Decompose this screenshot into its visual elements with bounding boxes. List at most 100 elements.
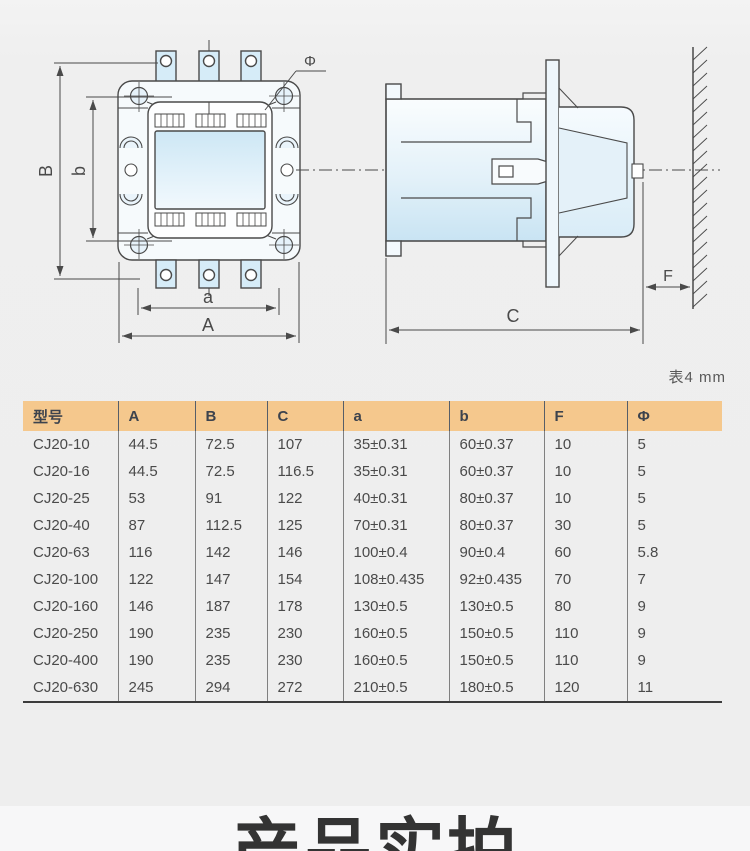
value-cell: 272: [266, 674, 343, 703]
column-header: F: [543, 401, 627, 431]
value-cell: 294: [194, 674, 267, 703]
value-cell: 30: [543, 512, 627, 539]
terminal-slots-top: [154, 113, 267, 128]
wall-hatching: [692, 46, 708, 308]
value-cell: 125: [266, 512, 343, 539]
value-cell: 230: [266, 647, 343, 674]
value-cell: 92±0.435: [448, 566, 544, 593]
value-cell: 70: [543, 566, 627, 593]
value-cell: 147: [194, 566, 267, 593]
latch-detail: [491, 158, 559, 185]
column-header: b: [448, 401, 544, 431]
model-cell: CJ20-250: [33, 625, 99, 642]
value-cell: 180±0.5: [448, 674, 544, 703]
column-header: C: [266, 401, 343, 431]
value-cell: 187: [194, 593, 267, 620]
value-cell: 35±0.31: [342, 431, 449, 458]
value-cell: 112.5: [194, 512, 267, 539]
column-header: a: [342, 401, 449, 431]
value-cell: 178: [266, 593, 343, 620]
value-cell: 245: [117, 674, 195, 703]
column-header: A: [117, 401, 195, 431]
front-view: [117, 40, 301, 296]
value-cell: 9: [626, 593, 722, 620]
arc-chute-cover: [558, 87, 644, 257]
value-cell: 72.5: [194, 458, 267, 485]
dimension-label-C: C: [507, 306, 520, 326]
next-section: 产品实拍: [0, 806, 750, 851]
value-cell: 160±0.5: [342, 647, 449, 674]
value-cell: 122: [266, 485, 343, 512]
value-cell: 10: [543, 458, 627, 485]
value-cell: 91: [194, 485, 267, 512]
value-cell: 108±0.435: [342, 566, 449, 593]
value-cell: 44.5: [117, 431, 195, 458]
terminal-slots-bottom: [154, 212, 267, 227]
value-cell: 5: [626, 485, 722, 512]
model-cell: CJ20-100: [33, 571, 99, 588]
value-cell: 130±0.5: [342, 593, 449, 620]
value-cell: 235: [194, 620, 267, 647]
dimension-label-F: F: [663, 268, 673, 285]
value-cell: 5: [626, 512, 722, 539]
value-cell: 122: [117, 566, 195, 593]
value-cell: 230: [266, 620, 343, 647]
value-cell: 190: [117, 620, 195, 647]
side-view: [385, 59, 644, 288]
mounting-plate: [545, 59, 560, 288]
side-column-left: [118, 107, 148, 234]
front-view-dimension-labels: B b a A Φ: [36, 53, 316, 335]
value-cell: 60±0.37: [448, 431, 544, 458]
value-cell: 120: [543, 674, 627, 703]
value-cell: 80±0.37: [448, 512, 544, 539]
value-cell: 7: [626, 566, 722, 593]
value-cell: 130±0.5: [448, 593, 544, 620]
value-cell: 40±0.31: [342, 485, 449, 512]
value-cell: 70±0.31: [342, 512, 449, 539]
model-cell: CJ20-400: [33, 652, 99, 669]
value-cell: 53: [117, 485, 195, 512]
model-cell: CJ20-40: [33, 517, 90, 534]
column-header: B: [194, 401, 267, 431]
column-header: 型号: [23, 401, 118, 431]
value-cell: 9: [626, 647, 722, 674]
value-cell: 146: [266, 539, 343, 566]
value-cell: 146: [117, 593, 195, 620]
value-cell: 5: [626, 458, 722, 485]
column-header: Φ: [626, 401, 722, 431]
value-cell: 116: [117, 539, 195, 566]
model-cell: CJ20-25: [33, 490, 90, 507]
value-cell: 90±0.4: [448, 539, 544, 566]
value-cell: 190: [117, 647, 195, 674]
value-cell: 60±0.37: [448, 458, 544, 485]
model-cell: CJ20-10: [33, 436, 90, 453]
value-cell: 150±0.5: [448, 620, 544, 647]
dimension-label-phi: Φ: [304, 53, 316, 70]
value-cell: 235: [194, 647, 267, 674]
value-cell: 5: [626, 431, 722, 458]
model-cell: CJ20-160: [33, 598, 99, 615]
cover-window: [154, 130, 266, 210]
value-cell: 11: [626, 674, 722, 703]
model-cell: CJ20-63: [33, 544, 90, 561]
value-cell: 10: [543, 485, 627, 512]
value-cell: 116.5: [266, 458, 343, 485]
next-section-heading: 产品实拍: [231, 812, 519, 851]
value-cell: 110: [543, 647, 627, 674]
dimension-label-a: a: [203, 287, 214, 307]
value-cell: 10: [543, 431, 627, 458]
front-nub: [631, 163, 644, 179]
front-view-dimensions: [54, 62, 326, 343]
value-cell: 44.5: [117, 458, 195, 485]
value-cell: 150±0.5: [448, 647, 544, 674]
dimension-label-A: A: [202, 315, 214, 335]
value-cell: 5.8: [626, 539, 722, 566]
value-cell: 72.5: [194, 431, 267, 458]
